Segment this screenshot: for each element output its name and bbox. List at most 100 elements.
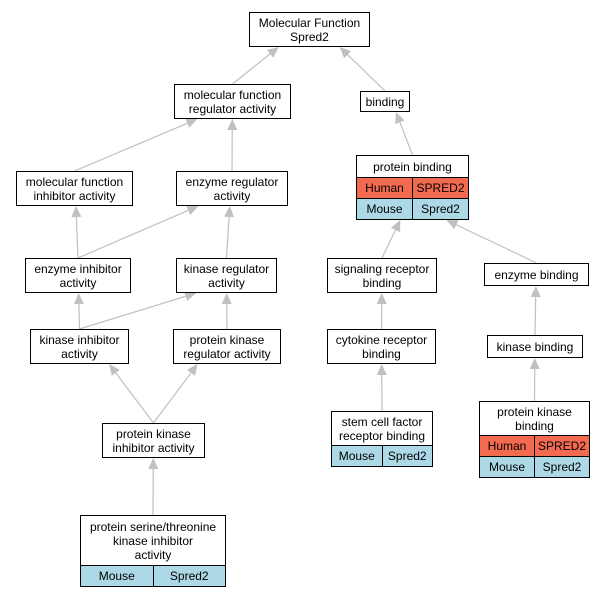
edge-arrowhead <box>185 118 198 128</box>
node-label: signaling receptor binding <box>334 261 430 290</box>
node-protein-kinase-inhibitor-activity: protein kinase inhibitor activity <box>102 423 205 458</box>
edge-mfia-to-mfra <box>74 118 198 172</box>
node-label: protein kinase inhibitor activity <box>112 426 195 455</box>
gene-cell: Spred2 <box>534 457 589 477</box>
edge-line <box>232 53 271 85</box>
species-cell: Mouse <box>98 569 135 583</box>
annotation-row-human: Human SPRED2 <box>480 435 589 456</box>
node-label: protein kinase binding <box>497 404 572 433</box>
edge-line <box>381 229 397 259</box>
node-molecular-function-spred2: Molecular Function Spred2 <box>249 12 370 47</box>
edge-line <box>225 216 230 259</box>
species-cell: Human <box>487 439 527 453</box>
edge-crb-to-srb <box>376 293 387 330</box>
edge-arrowhead <box>221 293 232 305</box>
edge-arrowhead <box>187 364 198 376</box>
edge-line <box>534 296 537 336</box>
node-label: enzyme regulator activity <box>185 174 279 203</box>
edge-line <box>77 209 189 259</box>
edge-era-to-mfra <box>227 119 238 172</box>
edge-arrowhead <box>224 206 235 218</box>
edge-kb-to-eb <box>530 286 541 336</box>
node-protein-serine-threonine-kinase-inhibitor-activity: protein serine/threonine kinase inhibito… <box>80 515 226 587</box>
edge-mfra-to-mf <box>232 47 279 85</box>
gene-cell: Spred2 <box>412 199 468 219</box>
edge-pstkia-to-pkia <box>148 458 159 516</box>
edge-arrowhead <box>227 119 238 131</box>
node-label: binding <box>365 94 405 109</box>
edge-pkia-to-pkra <box>153 364 198 424</box>
node-signaling-receptor-binding: signaling receptor binding <box>327 258 437 293</box>
edge-arrowhead <box>529 358 540 370</box>
gene-cell: SPRED2 <box>412 178 468 198</box>
node-enzyme-regulator-activity: enzyme regulator activity <box>176 171 288 206</box>
node-label: enzyme binding <box>494 267 579 282</box>
edge-line <box>153 372 192 424</box>
node-kinase-regulator-activity: kinase regulator activity <box>176 258 277 293</box>
edge-arrowhead <box>109 364 120 376</box>
annotation-row-mouse: Mouse Spred2 <box>81 565 225 586</box>
edge-srb-to-pb <box>381 220 401 259</box>
edge-line <box>79 295 186 330</box>
edge-arrowhead <box>266 47 279 58</box>
edge-line <box>78 303 81 330</box>
edge-eia-to-era <box>77 205 199 259</box>
gene-cell: Spred2 <box>381 446 433 466</box>
edge-arrowhead <box>73 293 84 305</box>
node-label: kinase inhibitor activity <box>39 332 120 361</box>
edge-kra-to-era <box>224 206 235 259</box>
edge-eb-to-pb <box>446 220 537 264</box>
gene-cell: Spred2 <box>152 566 226 586</box>
edge-arrowhead <box>148 458 159 470</box>
edge-line <box>75 216 79 259</box>
node-label: protein kinase regulator activity <box>183 332 271 361</box>
node-label: cytokine receptor binding <box>335 332 428 361</box>
species-cell: Human <box>365 181 404 195</box>
edge-arrowhead <box>376 293 387 305</box>
edge-arrowhead <box>186 205 199 215</box>
node-label: molecular function regulator activity <box>183 87 282 116</box>
edge-pkia-to-kia <box>109 364 154 424</box>
node-enzyme-inhibitor-activity: enzyme inhibitor activity <box>25 258 131 293</box>
edge-line <box>115 372 154 424</box>
node-label: Molecular Function Spred2 <box>258 15 361 44</box>
edge-scfrb-to-crb <box>376 364 387 412</box>
edge-kia-to-kra <box>79 291 197 330</box>
annotation-row-human: Human SPRED2 <box>357 177 468 198</box>
node-kinase-inhibitor-activity: kinase inhibitor activity <box>30 329 129 364</box>
node-label: enzyme inhibitor activity <box>34 261 122 290</box>
node-enzyme-binding: enzyme binding <box>484 263 589 286</box>
species-cell: Mouse <box>488 460 526 474</box>
node-binding: binding <box>360 91 410 112</box>
edge-pb-to-binding <box>395 112 414 156</box>
edge-arrowhead <box>446 220 459 230</box>
node-molecular-function-regulator-activity: molecular function regulator activity <box>174 84 291 119</box>
node-cytokine-receptor-binding: cytokine receptor binding <box>327 329 436 364</box>
edge-line <box>347 54 386 92</box>
node-protein-kinase-regulator-activity: protein kinase regulator activity <box>173 329 281 364</box>
edge-arrowhead <box>71 206 82 218</box>
edge-pkb-to-kb <box>529 358 540 402</box>
node-molecular-function-inhibitor-activity: molecular function inhibitor activity <box>16 171 133 206</box>
edge-eia-to-mfia <box>71 206 82 259</box>
edge-pkra-to-kra <box>221 293 232 330</box>
node-label: stem cell factor receptor binding <box>338 414 426 443</box>
edge-kia-to-eia <box>73 293 84 330</box>
node-label: molecular function inhibitor activity <box>25 174 124 203</box>
edge-line <box>399 122 414 156</box>
edge-arrowhead <box>391 220 401 233</box>
edge-binding-to-mf <box>339 47 386 92</box>
node-label: kinase regulator activity <box>183 261 270 290</box>
node-label: protein binding <box>373 159 452 174</box>
gene-cell: SPRED2 <box>534 436 589 456</box>
annotation-row-mouse: Mouse Spred2 <box>480 456 589 477</box>
node-label: kinase binding <box>496 339 574 354</box>
edge-line <box>456 224 537 264</box>
